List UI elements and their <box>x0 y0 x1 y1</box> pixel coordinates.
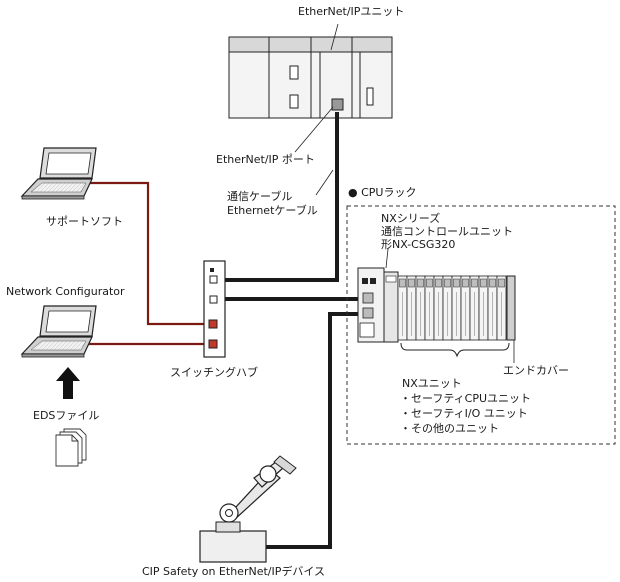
nx-unit-item-safety-cpu: ・セーフティCPUユニット <box>400 392 532 405</box>
cpu-rack-label: ● CPUラック <box>348 186 417 199</box>
laptop-icon <box>20 305 97 358</box>
laptop-icon <box>20 147 97 200</box>
nx-unit-slice-indicator <box>480 278 487 288</box>
nx-unit-slice-indicator <box>453 278 460 288</box>
nx-series-label-line1: NXシリーズ <box>381 212 441 225</box>
cpu-rack-frame <box>346 205 616 445</box>
nx-unit-item-other: ・その他のユニット <box>400 422 499 435</box>
robot-arm-icon <box>199 455 297 563</box>
document-icon <box>55 428 87 467</box>
end-cover-label: エンドカバー <box>503 364 569 377</box>
port-callout-line <box>294 106 334 153</box>
nx-series-label-line3: 形NX-CSG320 <box>381 238 456 251</box>
nx-unit-slice-indicator <box>489 278 496 288</box>
network-configurator-label: Network Configurator <box>6 285 125 298</box>
cip-safety-device-label: CIP Safety on EtherNet/IPデバイス <box>142 565 326 578</box>
nx-callout-line <box>385 248 389 269</box>
nx-unit-slices <box>397 275 507 341</box>
eds-file-label: EDSファイル <box>33 409 100 422</box>
cable-label-line1: 通信ケーブル <box>227 190 293 203</box>
nx-unit-slice-indicator <box>399 278 406 288</box>
nx-unit-slice-indicator <box>444 278 451 288</box>
ethernet-ip-unit-label: EtherNet/IPユニット <box>298 5 405 18</box>
nx-unit-slice-indicator <box>426 278 433 288</box>
support-cables <box>86 181 213 346</box>
ethernet-cables <box>221 112 376 549</box>
end-cover <box>506 275 516 341</box>
support-soft-label: サポートソフト <box>46 215 123 228</box>
unit-callout-line <box>330 23 339 51</box>
plc-rack <box>228 36 393 119</box>
nx-unit-slice-indicator <box>408 278 415 288</box>
nx-units-title: NXユニット <box>402 377 462 390</box>
nx-unit-slice-indicator <box>435 278 442 288</box>
arrow-up-icon <box>56 367 80 399</box>
nx-series-label-line2: 通信コントロールユニット <box>381 225 513 238</box>
nx-unit-slice-indicator <box>417 278 424 288</box>
cable-callout-line <box>315 169 334 196</box>
cable-label-line2: Ethernetケーブル <box>227 204 318 217</box>
switching-hub <box>203 260 226 358</box>
nx-rack <box>357 267 399 343</box>
nx-unit-slice-indicator <box>498 278 505 288</box>
switching-hub-label: スイッチングハブ <box>170 366 258 379</box>
nx-unit-slice-indicator <box>462 278 469 288</box>
nx-unit-item-safety-io: ・セーフティI/O ユニット <box>400 407 528 420</box>
ethernet-ip-port-label: EtherNet/IP ポート <box>216 153 315 166</box>
nx-units-brace <box>400 342 510 358</box>
nx-unit-slice-indicator <box>471 278 478 288</box>
